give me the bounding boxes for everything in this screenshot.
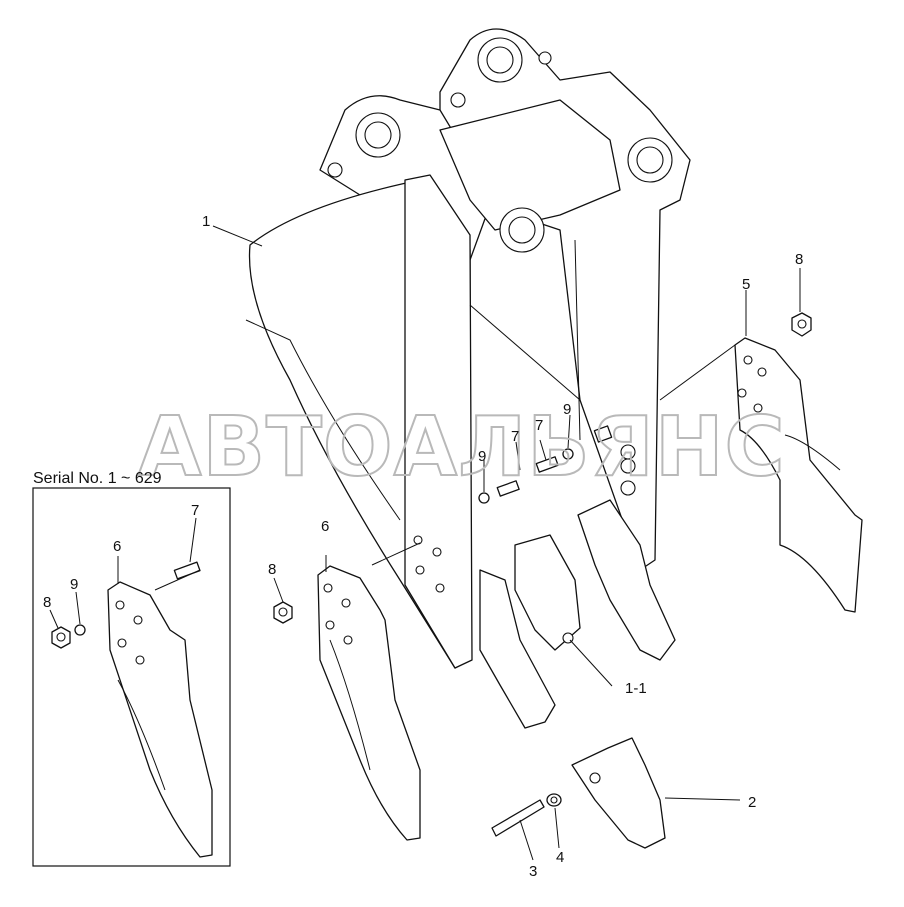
leader-lines [49,225,801,861]
side-cutter-right [734,312,863,613]
callout-washer-b: 9 [478,448,486,465]
callout-bolt-a: 7 [535,417,543,434]
callout-tooth-point: 2 [748,794,756,811]
callout-bucket: 1 [202,213,210,230]
callout-side-cutter-right: 5 [742,276,750,293]
callout-side-cutter-left-serial: 6 [113,538,121,555]
callout-lock-washer: 4 [556,849,564,866]
serial-label: Serial No. 1 ~ 629 [33,470,162,487]
callout-side-cutter-left: 6 [321,518,329,535]
callout-nut-left: 8 [268,561,276,578]
callout-washer-serial: 9 [70,576,78,593]
bucket-drawing [245,28,691,729]
watermark-text: АВТОАЛЬЯНС [138,400,786,495]
callout-bolt-b: 7 [511,428,519,445]
callout-pin: 3 [529,863,537,880]
callout-nut-serial: 8 [43,594,51,611]
callout-nut-right: 8 [795,251,803,268]
callout-bolt-serial: 7 [191,502,199,519]
serial-box [32,487,231,867]
side-cutter-left [273,565,421,841]
bolt-set-right [478,425,613,504]
callout-tooth-assembly: 1-1 [625,680,647,697]
callout-washer-a: 9 [563,401,571,418]
tooth-parts [491,737,666,849]
callout-labels: 1 5 8 9 7 7 9 1-1 2 3 4 6 8 6 7 9 8 Seri… [33,213,803,880]
